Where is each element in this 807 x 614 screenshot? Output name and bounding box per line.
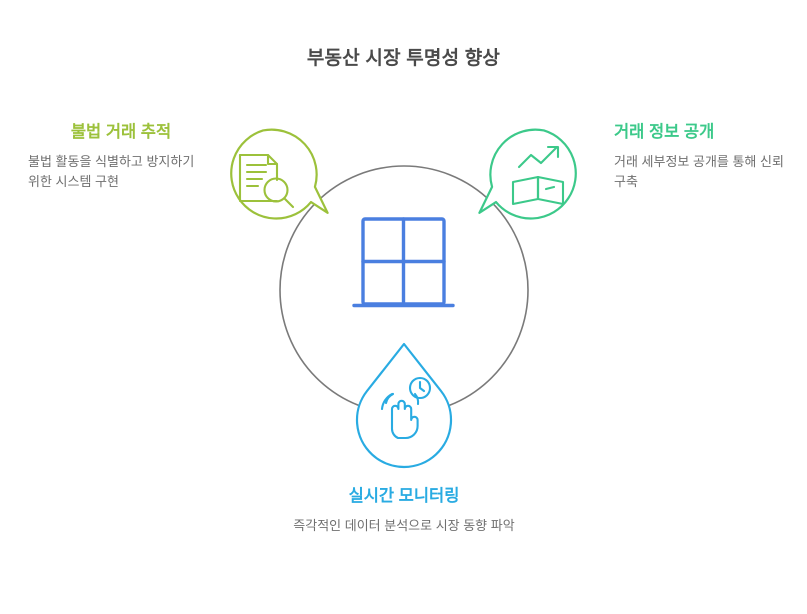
book-trend-up-icon (511, 145, 565, 206)
node-text-right: 거래 정보 공개 거래 세부정보 공개를 통해 신뢰 구축 (614, 122, 794, 192)
right-pin-shape (478, 128, 577, 220)
left-pin-shape (230, 128, 329, 220)
document-search-icon (238, 153, 295, 209)
node-pin-bottom[interactable] (355, 342, 453, 468)
node-pin-left[interactable] (223, 121, 329, 231)
node-text-bottom: 실시간 모니터링 즉각적인 데이터 분석으로 시장 동향 파악 (288, 486, 520, 536)
node-description-left: 불법 활동을 식별하고 방지하기 위한 시스템 구현 (28, 153, 195, 189)
node-text-left: 불법 거래 추적 불법 활동을 식별하고 방지하기 위한 시스템 구현 (28, 122, 206, 192)
node-heading-bottom: 실시간 모니터링 (348, 487, 460, 505)
page-title: 부동산 시장 투명성 향상 (306, 48, 501, 69)
tap-gesture-clock-icon (380, 376, 432, 440)
node-description-right: 거래 세부정보 공개를 통해 신뢰 구축 (614, 153, 784, 189)
node-description-bottom: 즉각적인 데이터 분석으로 시장 동향 파악 (293, 517, 515, 533)
node-heading-right: 거래 정보 공개 (614, 123, 715, 141)
window-building-icon (352, 217, 455, 308)
node-pin-right[interactable] (478, 121, 584, 231)
node-heading-left: 불법 거래 추적 (70, 123, 172, 141)
